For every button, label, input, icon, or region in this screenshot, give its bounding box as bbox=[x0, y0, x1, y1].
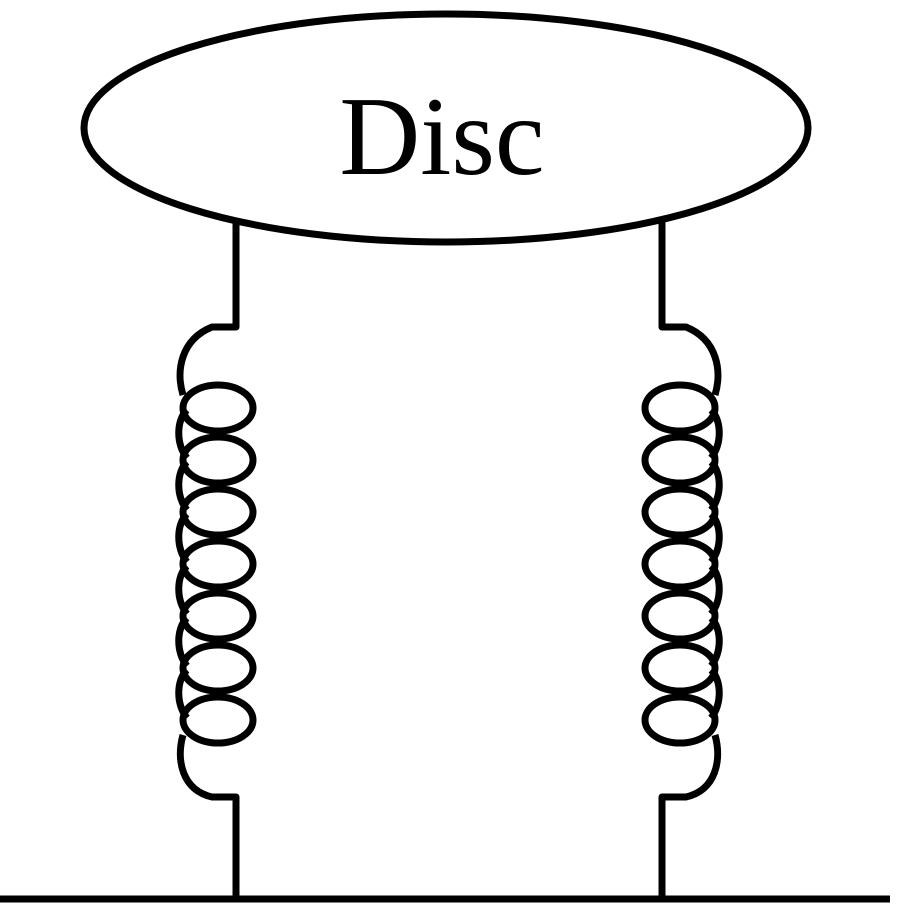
left-spring-coil-loop bbox=[179, 693, 257, 747]
right-spring-coil-loop bbox=[641, 433, 719, 487]
right-spring-coils bbox=[641, 381, 723, 747]
left-spring-top-wire bbox=[176, 222, 240, 397]
left-spring-coil-loop bbox=[179, 485, 257, 539]
right-spring-coil-loop bbox=[641, 537, 719, 591]
left-spring-coils bbox=[175, 381, 257, 747]
right-spring-top-wire bbox=[658, 222, 722, 397]
right-spring-coil-loop bbox=[641, 641, 719, 695]
left-spring-bottom-wire bbox=[176, 734, 240, 898]
disc: Disc bbox=[80, 10, 812, 246]
left-spring-coil-loop bbox=[179, 433, 257, 487]
left-spring bbox=[175, 222, 257, 898]
right-spring-coil-loop bbox=[641, 589, 719, 643]
right-spring-bottom-wire bbox=[658, 734, 722, 898]
right-spring-coil-loop bbox=[641, 693, 719, 747]
disc-ellipse bbox=[80, 10, 812, 246]
left-spring-coil-loop bbox=[179, 641, 257, 695]
right-spring bbox=[641, 222, 723, 898]
disc-label: Disc bbox=[339, 75, 544, 199]
left-spring-coil-loop bbox=[179, 381, 257, 435]
left-spring-coil-loop bbox=[179, 537, 257, 591]
right-spring-coil-loop bbox=[641, 381, 719, 435]
left-spring-coil-loop bbox=[179, 589, 257, 643]
right-spring-coil-loop bbox=[641, 485, 719, 539]
